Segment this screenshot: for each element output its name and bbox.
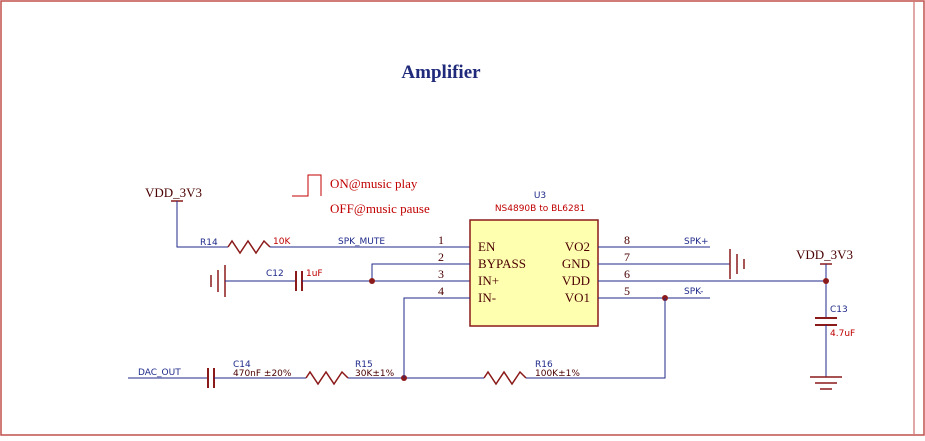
junction-vdd-right	[823, 278, 829, 284]
r16-ref: R16	[535, 360, 553, 370]
chip-right-pin: 5 VO1	[565, 284, 710, 305]
pin-number: 2	[438, 250, 444, 264]
mute-pulse-symbol	[292, 174, 322, 197]
vdd-left-label: VDD_3V3	[145, 185, 202, 200]
chip-left-pin: 2 BYPASS	[430, 250, 526, 271]
vdd-right-label: VDD_3V3	[796, 247, 853, 262]
resistor-r16	[483, 370, 527, 386]
r15-ref: R15	[355, 360, 373, 370]
c14-value: 470nF ±20%	[233, 369, 292, 379]
resistor-r14	[227, 239, 271, 255]
r15-value: 30K±1%	[355, 369, 395, 379]
pin-name: VO2	[565, 239, 590, 254]
c12-value: 1uF	[306, 269, 323, 279]
chip-left-pin: 4 IN-	[430, 284, 496, 305]
annotation-on: ON@music play	[330, 176, 418, 191]
chip-ref: U3	[534, 191, 546, 201]
net-spk-plus: SPK+	[684, 237, 709, 247]
wire-vdd-left	[176, 201, 228, 248]
pin-name: VDD	[562, 273, 590, 288]
c14-ref: C14	[233, 360, 251, 370]
chip-right-pin: 7 GND	[562, 250, 730, 271]
chip-part: NS4890B to BL6281	[495, 204, 585, 214]
wire-r16-vo1	[526, 298, 666, 379]
junction-bypass	[369, 278, 375, 284]
r16-value: 100K±1%	[535, 369, 580, 379]
pin-number: 3	[438, 267, 444, 281]
pin-number: 4	[438, 284, 444, 298]
r14-value: 10K	[273, 237, 291, 247]
pin-number: 1	[438, 233, 444, 247]
pin-number: 7	[624, 250, 630, 264]
chip-u3-body	[469, 219, 599, 327]
pin-name: VO1	[565, 290, 590, 305]
wire-bypass	[371, 263, 470, 281]
c13-value: 4.7uF	[830, 329, 855, 339]
pin-name: EN	[478, 239, 496, 254]
net-dac-out: DAC_OUT	[138, 368, 181, 378]
net-spk-mute: SPK_MUTE	[338, 237, 385, 247]
net-spk-minus: SPK-	[684, 287, 703, 297]
c12-ref: C12	[266, 269, 284, 279]
c13-ref: C13	[830, 305, 848, 315]
page-title: Amplifier	[401, 62, 481, 83]
pin-number: 6	[624, 267, 630, 281]
chip-right-pin: 6 VDD	[562, 267, 826, 288]
chip-right-pin: 8 VO2	[565, 233, 710, 254]
r14-ref: R14	[200, 238, 218, 248]
pin-name: IN+	[478, 273, 499, 288]
pin-name: IN-	[478, 290, 496, 305]
pin-number: 8	[624, 233, 630, 247]
pin-name: BYPASS	[478, 256, 526, 271]
wire-in-minus	[403, 297, 430, 378]
chip-left-pin: 1 EN	[438, 233, 496, 254]
pin-name: GND	[562, 256, 590, 271]
chip-left-pin: 3 IN+	[438, 267, 499, 288]
annotation-off: OFF@music pause	[330, 201, 430, 216]
pin-number: 5	[624, 284, 630, 298]
resistor-r15	[305, 370, 349, 386]
